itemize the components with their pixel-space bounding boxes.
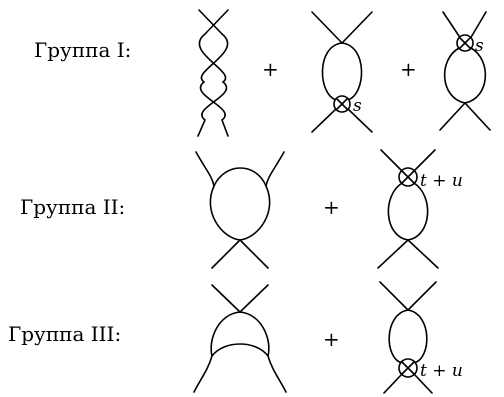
group-3-diagram-2: t + u [379, 281, 463, 394]
vertex-label-s-bottom: s [353, 96, 362, 116]
group-2-plus: + [323, 195, 340, 219]
group-1-plus-2: + [400, 57, 417, 81]
group-2-diagram-1 [195, 151, 285, 269]
vertex-label-s-top: s [475, 36, 484, 56]
group-1-diagram-1 [197, 9, 229, 137]
group-1-plus-1: + [262, 57, 279, 81]
circled-cross-vertex-icon [456, 34, 474, 52]
group-1-diagram-2: s [311, 11, 373, 133]
group-3-diagram-1 [193, 284, 287, 393]
circled-cross-vertex-icon [398, 358, 418, 378]
vertex-label-t-plus-u-bottom: t + u [420, 361, 463, 381]
group-3-plus: + [323, 327, 340, 351]
group-3-label: Группа III: [8, 322, 122, 346]
circled-cross-vertex-icon [398, 167, 418, 187]
circled-cross-vertex-icon [333, 95, 351, 113]
group-1-diagram-3: s [439, 11, 491, 131]
group-2-diagram-2: t + u [377, 149, 463, 269]
group-2-label: Группа II: [20, 195, 126, 219]
vertex-label-t-plus-u-top: t + u [420, 171, 463, 191]
group-1-label: Группа I: [34, 38, 132, 62]
